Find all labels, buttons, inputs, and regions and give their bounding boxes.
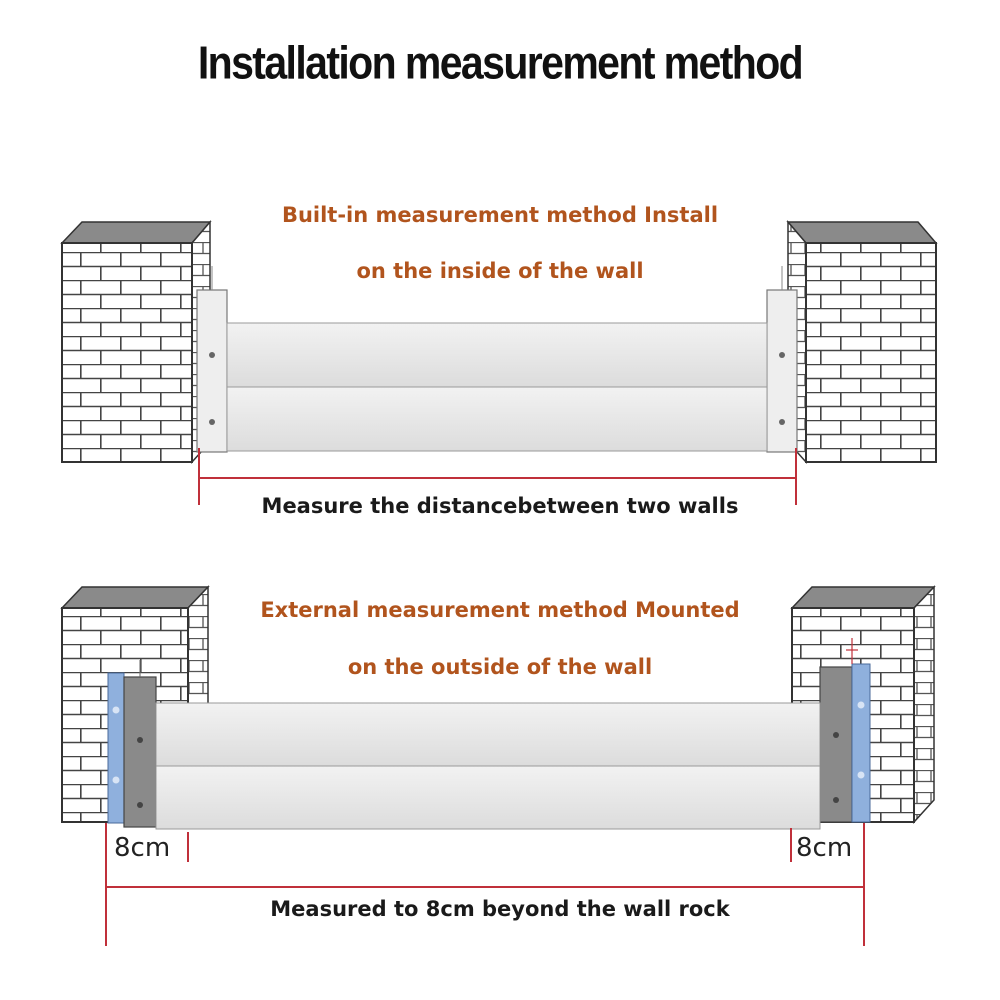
external-measure-label: Measured to 8cm beyond the wall rock <box>270 897 730 921</box>
left-inner-bracket <box>196 266 228 453</box>
left-offset-label: 8cm <box>114 833 171 863</box>
external-caption-line2: on the outside of the wall <box>347 655 653 679</box>
builtin-caption-line1: Built-in measurement method Install <box>281 203 719 227</box>
left-brick-pillar <box>60 219 212 464</box>
right-brick-pillar <box>786 219 938 464</box>
right-inner-bracket <box>766 266 798 453</box>
right-offset-label: 8cm <box>796 833 853 863</box>
external-diagram <box>60 585 936 946</box>
builtin-measure-label: Measure the distancebetween two walls <box>261 494 739 518</box>
right-external-mount <box>819 638 871 823</box>
page-title: Installation measurement method <box>197 37 804 89</box>
builtin-dimension-line <box>198 448 797 505</box>
external-caption-line1: External measurement method Mounted <box>260 598 740 622</box>
external-dimension-lines <box>105 823 865 946</box>
builtin-diagram <box>60 219 938 505</box>
builtin-barrier-panels <box>226 322 768 452</box>
builtin-caption-line2: on the inside of the wall <box>356 259 644 283</box>
left-external-mount <box>107 660 157 828</box>
external-barrier-panels <box>155 702 821 830</box>
